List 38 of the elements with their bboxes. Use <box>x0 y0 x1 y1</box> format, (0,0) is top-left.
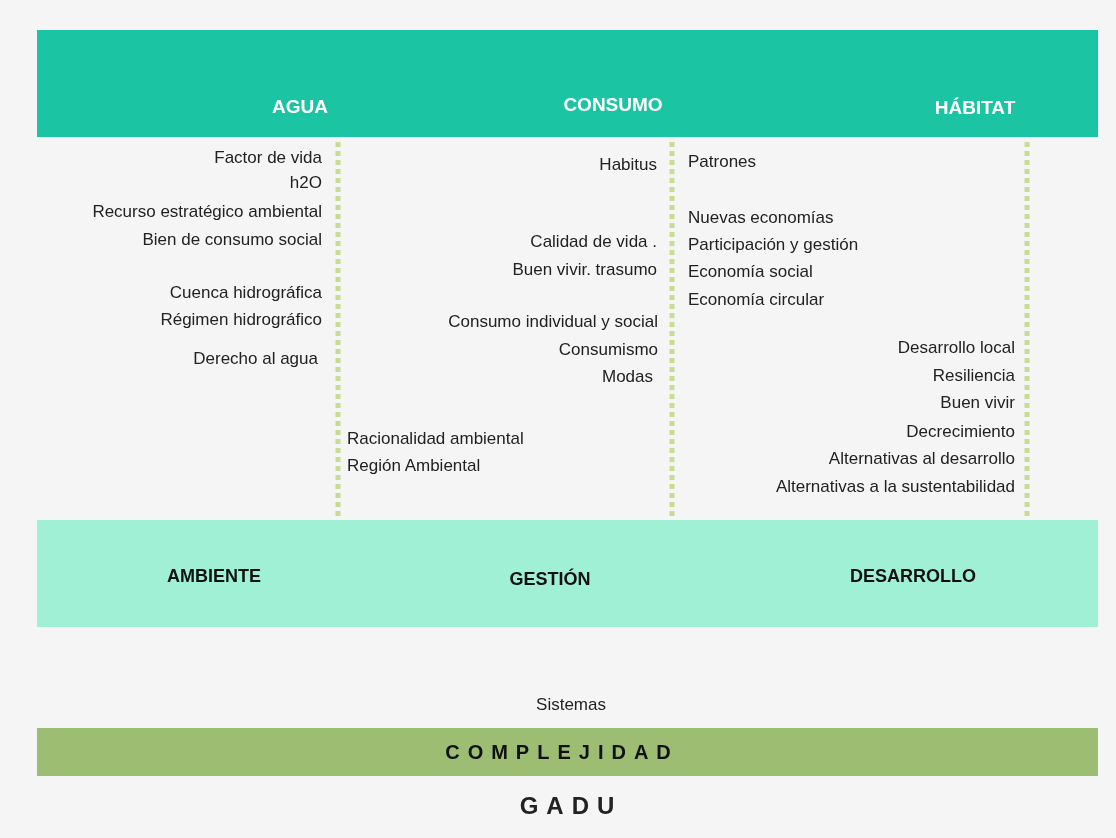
category-heading: DESARROLLO <box>850 565 976 587</box>
list-item: Región Ambiental <box>347 456 481 476</box>
category-heading: GESTIÓN <box>509 568 591 590</box>
list-item: h2O <box>289 173 322 193</box>
list-item: Recurso estratégico ambiental <box>92 202 322 222</box>
category-heading: AMBIENTE <box>167 565 261 587</box>
list-item: Consumismo <box>558 340 658 360</box>
list-item: Alternativas a la sustentabilidad <box>775 477 1015 497</box>
list-item: Participación y gestión <box>688 235 859 255</box>
category-band <box>37 520 1098 627</box>
footer-title: GADU <box>519 792 623 820</box>
list-item: Racionalidad ambiental <box>347 429 524 449</box>
list-item: Bien de consumo social <box>142 230 322 250</box>
list-item: Patrones <box>688 152 757 172</box>
caption-text: Sistemas <box>536 695 606 715</box>
list-item: Decrecimiento <box>906 422 1015 442</box>
header-band <box>37 30 1098 137</box>
column-heading: CONSUMO <box>563 94 663 116</box>
list-item: Habitus <box>599 155 657 175</box>
list-item: Factor de vida <box>214 148 322 168</box>
list-item: Nuevas economías <box>688 208 834 228</box>
list-item: Economía circular <box>688 290 825 310</box>
list-item: Buen vivir. trasumo <box>512 260 657 280</box>
list-item: Resiliencia <box>932 366 1015 386</box>
list-item: Alternativas al desarrollo <box>828 449 1015 469</box>
footer-band <box>37 728 1098 776</box>
list-item: Calidad de vida . <box>530 232 657 252</box>
band-title: COMPLEJIDAD <box>445 740 679 764</box>
list-item: Economía social <box>688 262 813 282</box>
list-item: Desarrollo local <box>897 338 1015 358</box>
list-item: Régimen hidrográfico <box>160 310 322 330</box>
column-heading: AGUA <box>272 96 328 118</box>
list-item: Derecho al agua <box>193 349 318 369</box>
list-item: Buen vivir <box>940 393 1015 413</box>
list-item: Consumo individual y social <box>448 312 658 332</box>
list-item: Modas <box>601 367 653 387</box>
list-item: Cuenca hidrográfica <box>169 283 322 303</box>
column-heading: HÁBITAT <box>934 97 1016 119</box>
